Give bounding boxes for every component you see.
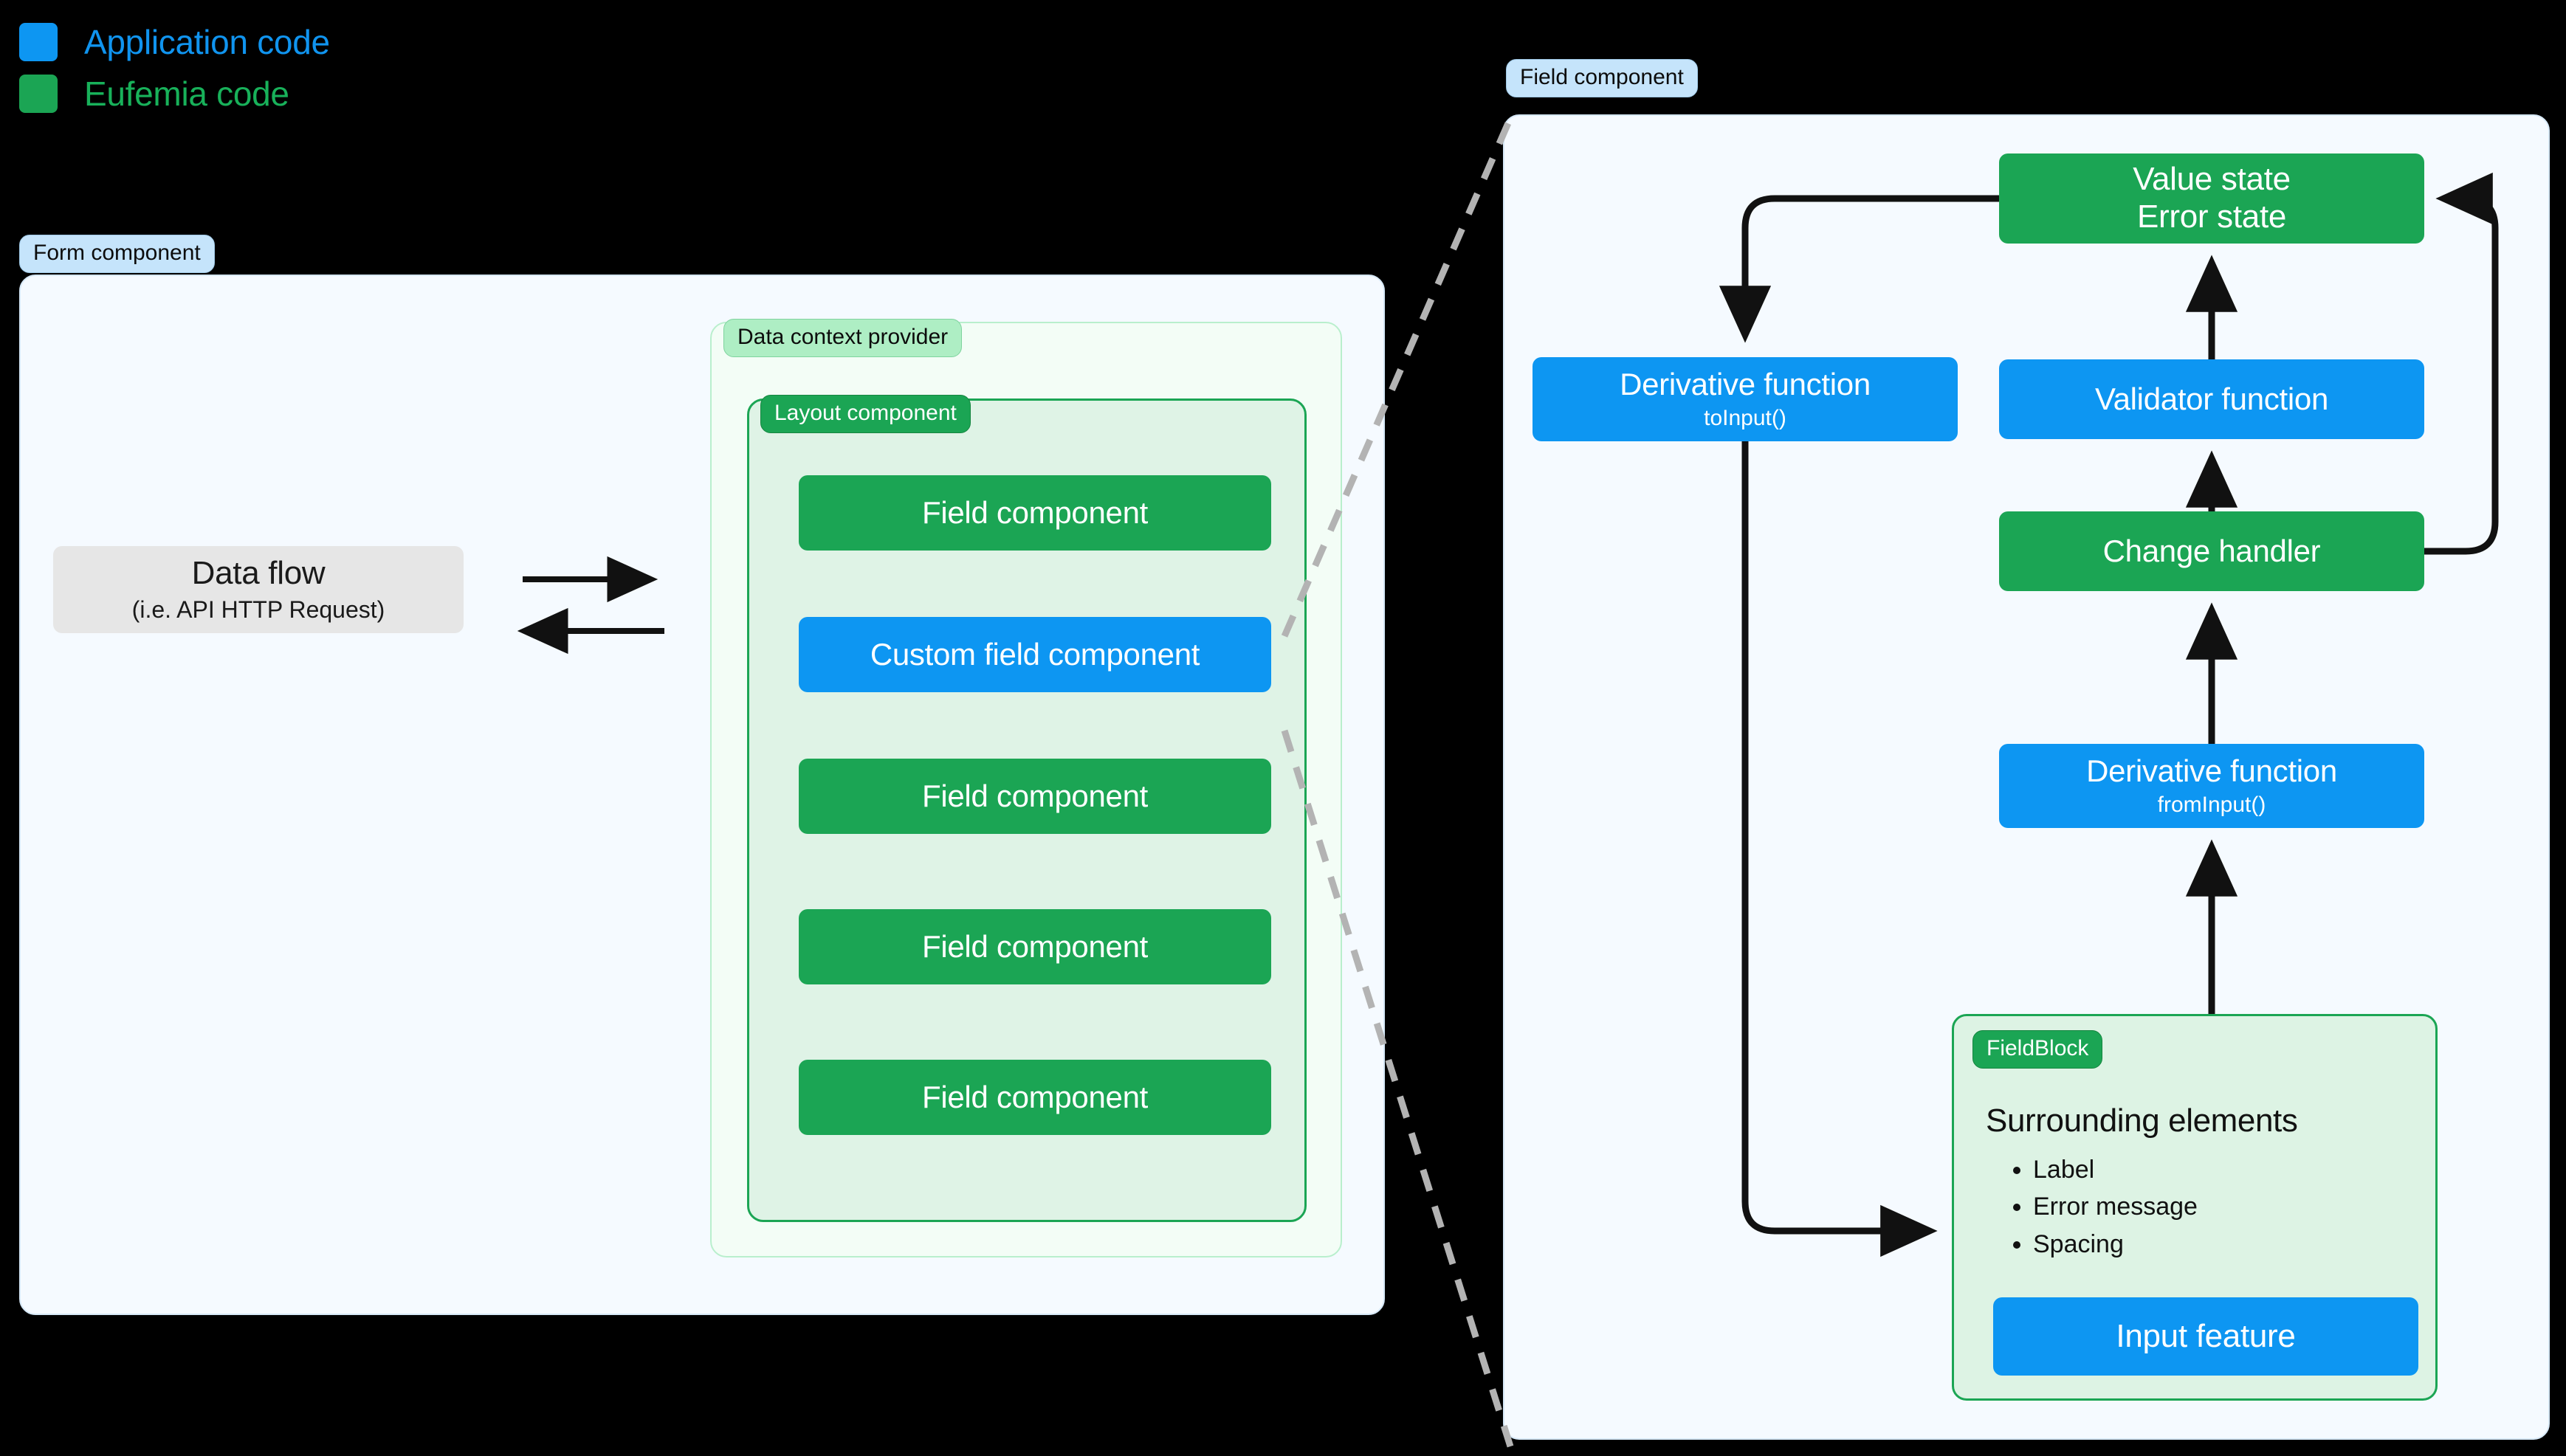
change-handler-box: Change handler bbox=[1999, 511, 2424, 591]
legend-label-eufemia-code: Eufemia code bbox=[84, 75, 289, 113]
list-item: Error message bbox=[2033, 1188, 2446, 1225]
field-component-label-2: Field component bbox=[921, 778, 1148, 813]
legend-swatch-application-icon bbox=[19, 23, 58, 61]
data-flow-title: Data flow bbox=[191, 554, 326, 591]
input-feature-label: Input feature bbox=[2116, 1317, 2296, 1354]
field-block-heading: Surrounding elements bbox=[1986, 1103, 2298, 1139]
legend-label-application-code: Application code bbox=[84, 23, 330, 61]
validator-function-label: Validator function bbox=[2094, 381, 2329, 416]
from-input-title: Derivative function bbox=[2086, 753, 2337, 788]
validator-function-box: Validator function bbox=[1999, 359, 2424, 439]
field-component-box-2: Field component bbox=[799, 759, 1271, 834]
field-component-box-3: Field component bbox=[799, 909, 1271, 984]
input-feature-box: Input feature bbox=[1993, 1297, 2418, 1376]
field-component-box-4: Field component bbox=[799, 1060, 1271, 1135]
list-item: Spacing bbox=[2033, 1226, 2446, 1263]
derivative-function-from-input-box: Derivative function fromInput() bbox=[1999, 744, 2424, 828]
legend-item-application-code: Application code bbox=[19, 16, 330, 68]
custom-field-component-box: Custom field component bbox=[799, 617, 1271, 692]
field-component-label-3: Field component bbox=[921, 928, 1148, 964]
field-component-box-1: Field component bbox=[799, 475, 1271, 551]
to-input-title: Derivative function bbox=[1620, 366, 1871, 401]
field-component-label-1: Field component bbox=[921, 494, 1148, 530]
legend-item-eufemia-code: Eufemia code bbox=[19, 68, 330, 120]
derivative-function-to-input-box: Derivative function toInput() bbox=[1533, 357, 1958, 441]
field-component-label-4: Field component bbox=[921, 1079, 1148, 1114]
list-item: Label bbox=[2033, 1151, 2446, 1188]
tag-layout-component: Layout component bbox=[760, 395, 971, 433]
to-input-signature: toInput() bbox=[1704, 406, 1786, 431]
change-handler-label: Change handler bbox=[2102, 533, 2321, 568]
tag-form-component: Form component bbox=[19, 235, 215, 273]
value-state-box: Value state Error state bbox=[1999, 153, 2424, 244]
legend-swatch-eufemia-icon bbox=[19, 75, 58, 113]
value-state-label: Value state bbox=[2133, 161, 2291, 198]
data-flow-box: Data flow (i.e. API HTTP Request) bbox=[53, 546, 464, 633]
from-input-signature: fromInput() bbox=[2157, 793, 2266, 818]
custom-field-component-label: Custom field component bbox=[870, 636, 1200, 672]
field-block-list: Label Error message Spacing bbox=[2001, 1151, 2446, 1263]
tag-field-component: Field component bbox=[1506, 59, 1698, 97]
legend: Application code Eufemia code bbox=[19, 16, 330, 120]
data-flow-subtitle: (i.e. API HTTP Request) bbox=[131, 596, 385, 623]
error-state-label: Error state bbox=[2136, 199, 2287, 235]
tag-data-context-provider: Data context provider bbox=[723, 319, 963, 357]
tag-field-block: FieldBlock bbox=[1972, 1030, 2103, 1069]
